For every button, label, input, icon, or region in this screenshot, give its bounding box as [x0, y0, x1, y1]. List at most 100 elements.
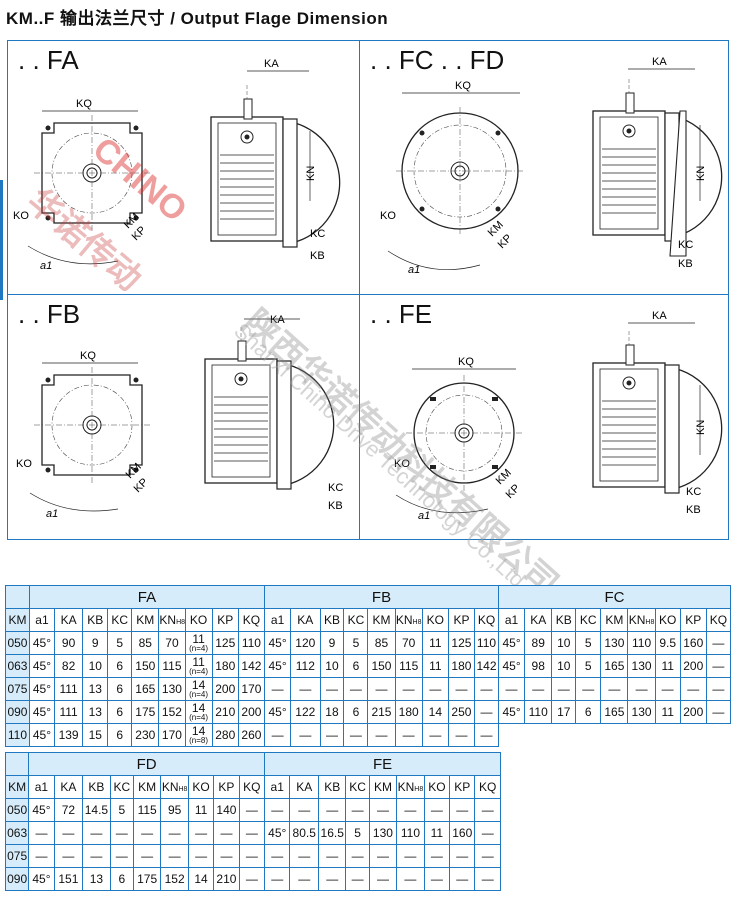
table2-fd-header-kn: KNH8 — [160, 775, 189, 799]
table1-fb-cell: 122 — [290, 700, 321, 724]
table1-fc-header-kb: KB — [551, 608, 577, 632]
drawing-grid: . . FA KQ KO KM KP a1 KA KN KC KB . . FC… — [7, 40, 729, 540]
table1-fc-cell: 6 — [575, 700, 602, 724]
table1-fa-cell: 70 — [158, 631, 186, 655]
table1-fa-cell: 13 — [82, 700, 109, 724]
fa-drawing: KQ KO KM KP a1 KA KN KC KB — [13, 58, 341, 272]
table2-fe-cell: — — [396, 867, 425, 891]
table1-fa-cell: 90 — [53, 631, 84, 655]
panel-fc-fd: . . FC . . FD KQ KO KM KP a1 KA KN KC KB — [359, 40, 729, 295]
table1-fb-cell: — — [421, 677, 449, 701]
table1-fa-cell: 180 — [211, 654, 239, 678]
table1-row-km: 050 — [5, 631, 30, 655]
table2-fd-cell: 115 — [132, 798, 162, 822]
table1-fc-cell: — — [551, 677, 577, 701]
table1-fa-cell: 111 — [53, 700, 84, 724]
table1-fc-header-kp: KP — [679, 608, 707, 632]
table2-group-fd: FD — [28, 752, 266, 776]
table1-fb-cell: 180 — [447, 654, 476, 678]
table2-fd-cell: 210 — [213, 867, 240, 891]
table1-fa-cell: 14(n=4) — [184, 700, 213, 724]
fb-kb-label: KB — [328, 500, 343, 512]
table2-fe-cell: — — [289, 798, 319, 822]
table1-fc-cell: — — [627, 677, 656, 701]
fe-ko-label: KO — [394, 458, 410, 470]
fe-ka-label: KA — [652, 310, 667, 322]
table1-fa-ko-value: 14 — [191, 677, 206, 692]
table1-fb-header-km: KM — [367, 608, 396, 632]
table1-fa-cell: 150 — [131, 654, 160, 678]
fb-ko-label: KO — [16, 458, 32, 470]
table1-fa-cell: 45° — [28, 677, 55, 701]
table1-fa-ko-note: (n=8) — [189, 735, 209, 745]
table2-fd-cell: — — [28, 821, 55, 845]
table2-fe-cell: — — [474, 867, 501, 891]
table1-fb-header-kc: KC — [343, 608, 369, 632]
table1-fa-cell: 11(n=4) — [184, 654, 213, 678]
table1-fc-cell: 45° — [497, 654, 526, 678]
table1-fb-cell: 9 — [319, 631, 345, 655]
table1-fa-header-ko: KO — [184, 608, 213, 632]
table1-fb-cell: — — [367, 723, 396, 747]
table1-fc-cell: 11 — [654, 654, 681, 678]
table1-fa-ko-note: (n=4) — [189, 712, 209, 722]
table1-fa-ko-value: 11 — [192, 654, 205, 669]
table1-fc-cell: — — [705, 631, 732, 655]
table2-fd-cell: — — [132, 821, 162, 845]
table1-fb-cell: 45° — [264, 700, 292, 724]
panel-fb-title: . . FB — [18, 299, 81, 329]
fa-kc-label: KC — [310, 228, 325, 240]
table1-fa-cell: 6 — [107, 723, 133, 747]
table1-fc-cell: — — [679, 677, 707, 701]
table1-fc-cell: 110 — [524, 700, 553, 724]
table1-fb-cell: 45° — [264, 631, 292, 655]
table2-fd-cell: — — [109, 844, 134, 868]
side-accent-bar — [0, 180, 3, 300]
table1-fa-cell: 165 — [131, 677, 160, 701]
table1-fb-cell: 110 — [474, 631, 499, 655]
table1-group-fa: FA — [28, 585, 266, 609]
table1-fa-cell: 230 — [131, 723, 160, 747]
table2-fe-header-kp: KP — [449, 775, 476, 799]
table1-fb-cell: — — [394, 723, 423, 747]
table1-fa-header-kn: KNH8 — [158, 608, 186, 632]
table2-fd-cell: — — [238, 867, 266, 891]
table1-fa-cell: 152 — [158, 700, 186, 724]
table1-fa-cell: 142 — [237, 654, 266, 678]
table2-fe-cell: — — [396, 798, 425, 822]
table2-fd-header-kb: KB — [82, 775, 111, 799]
table1-fb-cell: 115 — [394, 654, 423, 678]
table2-fd-cell: 175 — [132, 867, 162, 891]
table1-fa-ko-value: 14 — [191, 700, 206, 715]
table2-fe-cell: — — [423, 798, 451, 822]
table2-row-km: 090 — [4, 867, 30, 891]
fc-kn-label: KN — [695, 166, 707, 181]
fe-kb-label: KB — [686, 504, 701, 516]
table2-fe-cell: 16.5 — [317, 821, 347, 845]
table1-fc-cell: — — [654, 677, 681, 701]
table1-fa-ko-note: (n=4) — [189, 689, 209, 699]
table1-fb-header-ka: KA — [290, 608, 321, 632]
table1-fb-cell: 11 — [421, 631, 449, 655]
table2-fe-cell: — — [423, 844, 451, 868]
table2-corner — [4, 752, 30, 776]
table2-fe-cell: — — [474, 798, 501, 822]
fe-kn-label: KN — [695, 420, 707, 435]
table1-fb-header-a1: a1 — [264, 608, 292, 632]
table1-fc-cell: 130 — [627, 700, 656, 724]
table2-fe-cell: — — [449, 844, 476, 868]
table2-fe-cell: — — [289, 867, 319, 891]
table1-fb-cell: — — [474, 677, 499, 701]
fe-km-label: KM — [494, 467, 514, 487]
table2-fd-header-ko: KO — [187, 775, 215, 799]
table2-fd-cell: 45° — [28, 798, 55, 822]
table1-group-fc: FC — [498, 585, 731, 609]
table2-fe-cell: — — [317, 844, 347, 868]
table1-fb-cell: 142 — [474, 654, 499, 678]
table1-fb-cell: — — [319, 723, 345, 747]
table1-fb-cell: — — [447, 677, 476, 701]
fb-a1-label: a1 — [46, 508, 58, 520]
table1-fc-header-ka: KA — [524, 608, 553, 632]
